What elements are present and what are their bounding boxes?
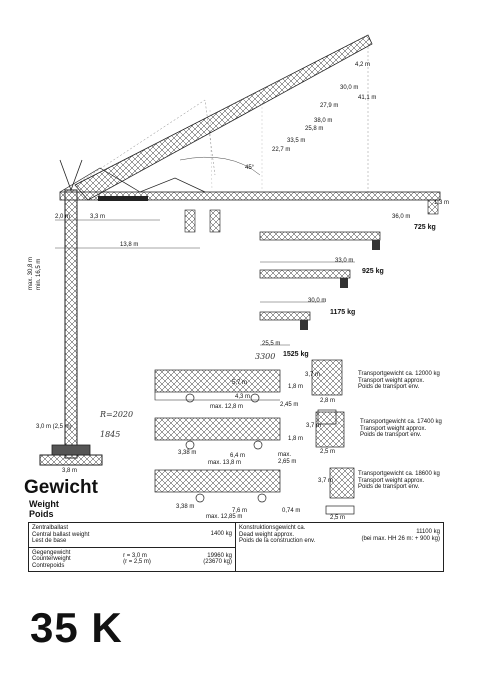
dim-top: 4,2 m (355, 62, 371, 68)
title-fr: Poids (29, 509, 54, 519)
t1-dim-c: 2,45 m (280, 402, 299, 408)
t3-dim-e: 2,5 m (330, 515, 346, 521)
t2-dim-b: 6,4 m (230, 453, 246, 459)
radius-33: 33,0 m (335, 258, 354, 264)
transport-1 (154, 359, 343, 425)
dim-27-9m: 27,9 m (320, 103, 339, 109)
construction-extra: (bei max. HH 26 m: + 900 kg) (361, 535, 440, 542)
central-ballast-cell: Zentralballast Central ballast weight Le… (28, 522, 236, 548)
t1-dim-a: 4,3 m (235, 394, 251, 400)
counterweight-radius-1: r = 3,0 m (123, 552, 147, 559)
handwritten-1845: 1845 (100, 430, 121, 439)
dim-25-8m: 25,8 m (305, 126, 324, 132)
t3-dim-f: 3,7 m (318, 478, 334, 484)
dim-ballast-radius: 3,0 m (2,5 m) (36, 424, 72, 430)
weights-table: Zentralballast Central ballast weight Le… (28, 522, 444, 572)
dim-13-8m: 13,8 m (120, 242, 139, 248)
t2-dim-f: 2,5 m (320, 449, 336, 455)
handwritten-r2020: R=2020 (100, 410, 134, 419)
load-1525: 1525 kg (283, 351, 309, 358)
dim-38m: 38,0 m (314, 118, 333, 124)
title-en: Weight (29, 499, 59, 509)
counterweight-value-1: 19960 kg (207, 552, 232, 559)
central-ballast-value: 1400 kg (210, 531, 232, 537)
jib-end-dim: 36,0 m (392, 214, 411, 220)
dim-41-1m: 41,1 m (358, 95, 377, 101)
t1-dim-g: 5,7 m (232, 380, 248, 386)
dim-base: 3,8 m (62, 468, 78, 474)
t2-dim-h: 3,7 m (306, 423, 322, 429)
counterweight-value-2: (23670 kg) (203, 559, 232, 565)
hook-height-dim: 1,3 m (434, 200, 450, 206)
load-925: 925 kg (362, 268, 384, 275)
t1-dim-f: 3,7 m (305, 372, 321, 378)
dim-3-3m: 3,3 m (90, 214, 106, 220)
t3-dim-d: 0,74 m (282, 508, 301, 514)
counterweight-cell: Gegengewicht Counterweight Contrepoids r… (28, 546, 236, 572)
t2-dim-e: 2,65 m (278, 459, 297, 465)
t1-dim-b: 1,8 m (288, 384, 304, 390)
model-name: 35 K (30, 604, 123, 651)
t1-dim-e: 2,8 m (320, 398, 336, 404)
construction-weight: 11100 kg (416, 529, 440, 535)
t2-dim-g: max. 13,8 m (208, 460, 242, 466)
title-de: Gewicht (24, 477, 98, 498)
dim-22-7m: 22,7 m (272, 147, 291, 153)
load-curve-jibs (259, 231, 381, 346)
dim-30m: 30,0 m (340, 85, 359, 91)
construction-cell: Konstruktionsgewicht ca. Dead weight app… (235, 522, 444, 572)
transport-text-1: Transportgewicht ca. 12000 kg Transport … (358, 371, 440, 390)
load-1175: 1175 kg (330, 309, 356, 316)
transport-drawings (154, 359, 355, 515)
angle-label: 45° (245, 165, 255, 171)
t2-dim-d: max. (278, 452, 292, 458)
crane-drawing (39, 34, 441, 515)
transport-3 (154, 467, 355, 515)
transport-text-2: Transportgewicht ca. 17400 kg Transport … (360, 419, 442, 438)
counterweight-radius-2: (r = 2,5 m) (123, 559, 151, 565)
height-label-max: max. 30,8 m (28, 256, 34, 290)
transport-2 (154, 411, 345, 450)
tower (39, 159, 103, 466)
dim-2m: 2,0 m (55, 214, 71, 220)
load-725: 725 kg (414, 224, 436, 231)
radius-25-5: 25,5 m (262, 341, 281, 347)
horizontal-jib (55, 167, 441, 249)
transport-text-3: Transportgewicht ca. 18600 kg Transport … (358, 471, 440, 490)
t3-dim-b: 7,6 m (232, 508, 248, 514)
t2-dim-c: 1,8 m (288, 436, 304, 442)
radius-30: 30,0 m (308, 298, 327, 304)
height-label-min: min. 16,5 m (36, 258, 42, 290)
handwritten-3300: 3300 (255, 352, 276, 361)
t2-dim-a: 3,38 m (178, 450, 197, 456)
t3-dim-c: max. 12,85 m (206, 514, 243, 520)
t3-dim-a: 3,38 m (176, 504, 195, 510)
dim-33-5m: 33,5 m (287, 138, 306, 144)
t1-dim-d: max. 12,8 m (210, 404, 244, 410)
